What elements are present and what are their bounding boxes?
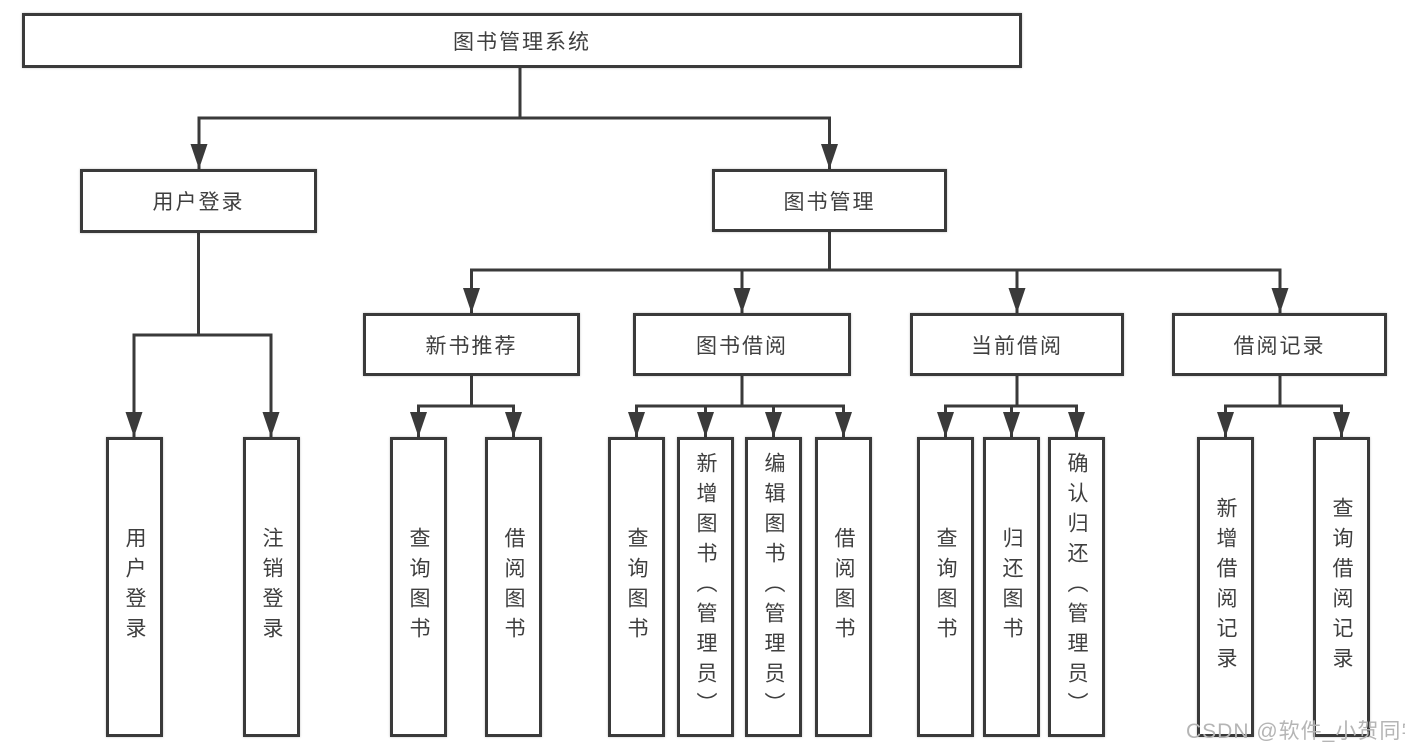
leaf-borrow-books-borrowing-label: 借阅图书 bbox=[832, 527, 855, 647]
leaf-return-book-label: 归还图书 bbox=[1000, 527, 1023, 647]
leaf-return-book: 归还图书 bbox=[983, 437, 1040, 737]
leaf-borrow-books-recommend-label: 借阅图书 bbox=[502, 527, 525, 647]
leaf-edit-book-admin: 编辑图书（管理员） bbox=[745, 437, 802, 737]
node-current-borrowing-label: 当前借阅 bbox=[971, 334, 1063, 358]
leaf-add-borrow-record: 新增借阅记录 bbox=[1197, 437, 1254, 737]
node-book-management-label: 图书管理 bbox=[783, 190, 876, 214]
leaf-borrow-books-recommend: 借阅图书 bbox=[485, 437, 542, 737]
leaf-query-books-borrowing-label: 查询图书 bbox=[625, 527, 648, 647]
node-borrow-records-label: 借阅记录 bbox=[1233, 334, 1326, 358]
watermark: CSDN @软件_小贺同学 bbox=[1186, 720, 1405, 743]
leaf-query-books-recommend-label: 查询图书 bbox=[407, 527, 430, 647]
leaf-logout-login: 注销登录 bbox=[243, 437, 300, 737]
leaf-query-books-borrowing: 查询图书 bbox=[608, 437, 665, 737]
leaf-confirm-return-admin-label: 确认归还（管理员） bbox=[1065, 452, 1088, 722]
node-book-management: 图书管理 bbox=[712, 169, 947, 232]
leaf-user-login-label: 用户登录 bbox=[123, 527, 146, 647]
leaf-confirm-return-admin: 确认归还（管理员） bbox=[1048, 437, 1105, 737]
leaf-user-login: 用户登录 bbox=[106, 437, 163, 737]
node-borrow-records: 借阅记录 bbox=[1172, 313, 1387, 376]
leaf-query-books-recommend: 查询图书 bbox=[390, 437, 447, 737]
leaf-add-book-admin: 新增图书（管理员） bbox=[677, 437, 734, 737]
node-new-book-recommend-label: 新书推荐 bbox=[425, 334, 518, 358]
leaf-add-borrow-record-label: 新增借阅记录 bbox=[1214, 497, 1237, 677]
leaf-query-borrow-record: 查询借阅记录 bbox=[1313, 437, 1370, 737]
leaf-query-books-current: 查询图书 bbox=[917, 437, 974, 737]
leaf-borrow-books-borrowing: 借阅图书 bbox=[815, 437, 872, 737]
node-root: 图书管理系统 bbox=[22, 13, 1022, 68]
node-book-borrowing: 图书借阅 bbox=[633, 313, 851, 376]
leaf-query-borrow-record-label: 查询借阅记录 bbox=[1330, 497, 1353, 677]
node-book-borrowing-label: 图书借阅 bbox=[696, 334, 788, 358]
node-root-label: 图书管理系统 bbox=[453, 30, 591, 54]
leaf-query-books-current-label: 查询图书 bbox=[934, 527, 957, 647]
arrowheads bbox=[125, 144, 1350, 437]
leaf-logout-login-label: 注销登录 bbox=[260, 527, 283, 647]
node-user-login: 用户登录 bbox=[80, 169, 317, 233]
node-current-borrowing: 当前借阅 bbox=[910, 313, 1124, 376]
node-new-book-recommend: 新书推荐 bbox=[363, 313, 580, 376]
node-user-login-label: 用户登录 bbox=[152, 191, 245, 214]
leaf-add-book-admin-label: 新增图书（管理员） bbox=[694, 452, 717, 722]
leaf-edit-book-admin-label: 编辑图书（管理员） bbox=[762, 452, 785, 722]
